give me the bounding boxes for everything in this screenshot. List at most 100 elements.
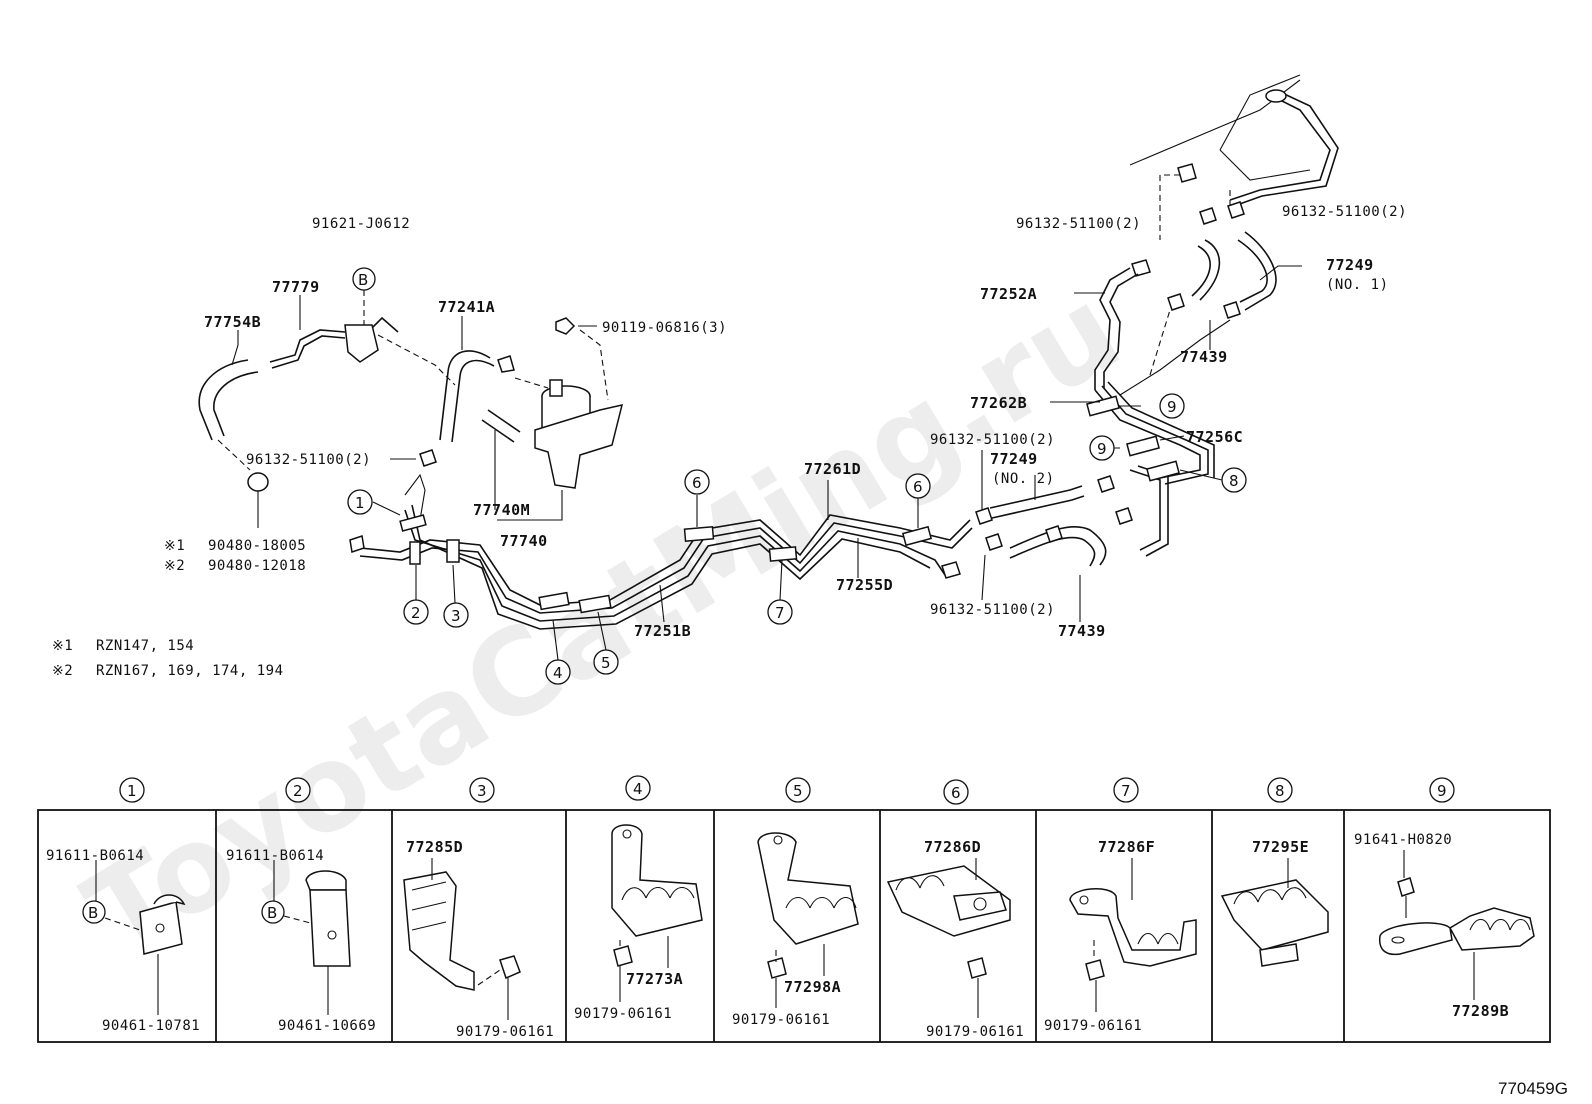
svg-text:8: 8 [1229,472,1239,490]
watermark: ToyotaCatMing.ru [63,260,1142,984]
svg-text:5: 5 [793,782,803,800]
label-77249-no1-sub: (NO. 1) [1326,277,1389,293]
cell2-part-90461: 90461-10669 [278,1018,376,1034]
bracket-91621[interactable] [344,324,379,363]
label-77252a: 77252A [980,285,1037,303]
cell3-part-77285d: 77285D [406,838,463,856]
circle-ref-6-left[interactable]: 6 [684,469,710,495]
svg-text:2: 2 [411,604,421,622]
circle-ref-9-top[interactable]: 9 [1159,393,1185,419]
fuel-tank-outline [1129,74,1339,207]
hose-77439-top[interactable] [1191,239,1221,301]
circle-ref-6-right[interactable]: 6 [905,473,931,499]
clip-part-6-drawing[interactable] [886,858,1011,1018]
table-header-1: 1 [119,777,145,803]
cell3-part-90179: 90179-06161 [456,1024,554,1040]
pipe-77252a[interactable] [1094,267,1139,390]
note-2-text: RZN167, 169, 174, 194 [96,663,284,679]
cell4-part-90179: 90179-06161 [574,1006,672,1022]
cell4-part-77273a: 77273A [626,970,683,988]
clip-96132-left[interactable] [419,355,515,467]
clips-top-right[interactable] [1131,163,1245,319]
clip-part-8-drawing[interactable] [1220,858,1329,967]
cell6-part-77286d: 77286D [924,838,981,856]
table-header-9: 9 [1429,777,1455,803]
clip-part-9-drawing[interactable] [1378,850,1535,1000]
svg-text:6: 6 [913,478,923,496]
table-header-5: 5 [785,777,811,803]
circle-ref-3[interactable]: 3 [443,602,469,628]
label-90480-18005: 90480-18005 [208,538,306,554]
table-header-3: 3 [469,777,495,803]
clip-9-markers [1086,395,1180,482]
circle-ref-7[interactable]: 7 [767,599,793,625]
diagram-id: 770459G [1498,1079,1568,1098]
table-header-2: 2 [285,777,311,803]
svg-text:B: B [267,904,277,922]
clips-mid[interactable] [975,475,1133,551]
label-77439-top: 77439 [1180,348,1228,366]
svg-text:6: 6 [951,784,961,802]
nut-90480[interactable] [247,472,269,492]
bolt-marker-label: B [358,271,368,289]
label-96132-51100-mid-top: 96132-51100(2) [930,432,1055,448]
label-91621-j0612: 91621-J0612 [312,216,410,232]
circle-ref-8[interactable]: 8 [1221,467,1247,493]
clip-part-5-drawing[interactable] [757,832,859,1008]
label-90119-06816: 90119-06816(3) [602,320,727,336]
clip-markers [399,514,933,614]
pipe-end-left [349,535,961,579]
label-96132-51100-mid-bottom: 96132-51100(2) [930,602,1055,618]
svg-text:9: 9 [1167,398,1177,416]
charcoal-canister-77740[interactable] [534,379,624,489]
hose-77241a[interactable] [439,350,495,443]
circle-ref-9-bottom[interactable]: 9 [1089,435,1115,461]
cell5-part-77298a: 77298A [784,978,841,996]
svg-text:3: 3 [477,782,487,800]
note-1-text: RZN147, 154 [96,638,194,654]
hose-77249-no2[interactable] [989,485,1085,519]
bolt-90119[interactable] [555,317,576,335]
circle-ref-5[interactable]: 5 [593,649,619,675]
clip-part-3-drawing[interactable] [403,858,521,1020]
hose-77740m[interactable] [481,409,521,443]
cell6-part-90179: 90179-06161 [926,1024,1024,1040]
note-2-mark: ※2 [52,663,73,679]
table-header-7: 7 [1113,777,1139,803]
clip-part-2-drawing[interactable]: B [261,860,351,1015]
leader-lines [231,265,1302,661]
clip-part-7-drawing[interactable] [1069,858,1197,1012]
clip-part-1-drawing[interactable]: B [82,860,186,1015]
label-77779: 77779 [272,278,320,296]
svg-text:1: 1 [127,782,137,800]
detail-table [37,809,1551,1043]
circle-ref-1[interactable]: 1 [347,489,373,515]
label-96132-51100-left: 96132-51100(2) [246,452,371,468]
circle-ref-2[interactable]: 2 [403,599,429,625]
table-header-8: 8 [1267,777,1293,803]
hose-77249-no1[interactable] [1237,231,1277,311]
cell7-part-90179: 90179-06161 [1044,1018,1142,1034]
label-77241a: 77241A [438,298,495,316]
label-77249-no2-sub: (NO. 2) [992,471,1055,487]
label-77256c: 77256C [1186,428,1243,446]
label-96132-51100-top-right: 96132-51100(2) [1282,204,1407,220]
label-77439-bottom: 77439 [1058,622,1106,640]
cell1-part-91611: 91611-B0614 [46,848,144,864]
svg-text:9: 9 [1097,440,1107,458]
circle-ref-4[interactable]: 4 [545,659,571,685]
svg-text:1: 1 [355,494,365,512]
hose-77439-bottom[interactable] [1009,525,1107,567]
svg-text:3: 3 [451,607,461,625]
svg-text:7: 7 [775,604,785,622]
table-header-4: 4 [625,775,651,801]
note-mark-2: ※2 [164,558,185,574]
hose-77754b[interactable] [198,359,259,441]
clip-part-4-drawing[interactable] [611,824,703,1002]
pipe-77779[interactable] [269,316,399,369]
label-90480-12018: 90480-12018 [208,558,306,574]
svg-text:9: 9 [1437,782,1447,800]
cell1-part-90461: 90461-10781 [102,1018,200,1034]
